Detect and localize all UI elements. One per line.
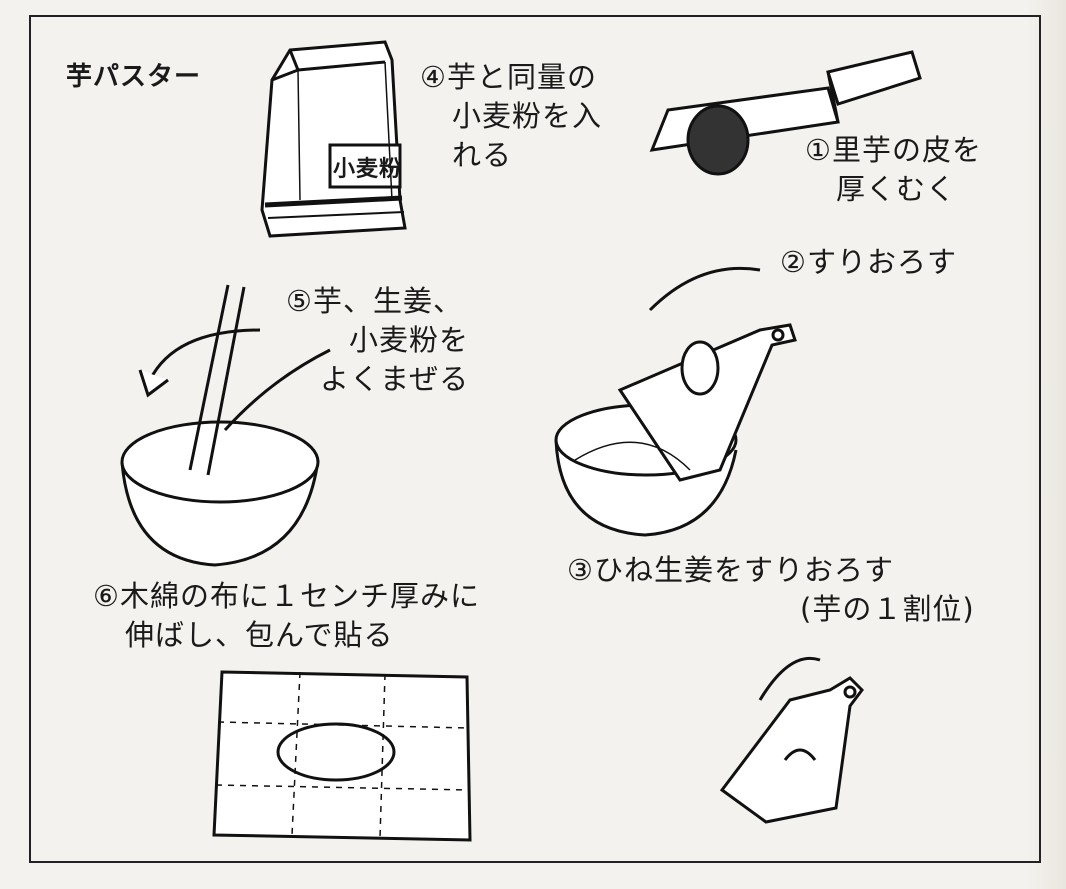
step1-line2: 厚くむく (836, 172, 957, 206)
step6-line2: 伸ばし、包んで貼る (125, 618, 394, 652)
step6-line1: ⑥木綿の布に１センチ厚みに (93, 579, 480, 613)
page-edge-shadow (1026, 0, 1066, 889)
knife-taro-illustration (649, 50, 922, 176)
flour-bag-illustration (260, 40, 407, 238)
step2-line1: ②すりおろす (780, 245, 957, 279)
flour-bag-label: 小麦粉 (333, 157, 403, 182)
ginger-grater-illustration (719, 656, 864, 824)
step3-line1: ③ひね生姜をすりおろす (567, 553, 894, 587)
step5-line2: 小麦粉を (349, 323, 470, 357)
mixing-bowl-illustration (120, 284, 331, 567)
step1-line1: ①里芋の皮を (805, 133, 982, 167)
grating-taro-illustration (554, 266, 797, 537)
illustration-frame (29, 15, 1041, 863)
step5-line1: ⑤芋、生姜、 (286, 284, 463, 318)
cloth-poultice-illustration (212, 670, 472, 842)
step3-line2: (芋の１割位) (800, 592, 975, 626)
page-title: 芋パスター (66, 62, 202, 92)
step4-line2: 小麦粉を入 (452, 99, 603, 133)
step5-line3: よくまぜる (320, 362, 470, 396)
step4-line1: ④芋と同量の (420, 60, 597, 94)
step4-line3: れる (452, 138, 513, 172)
